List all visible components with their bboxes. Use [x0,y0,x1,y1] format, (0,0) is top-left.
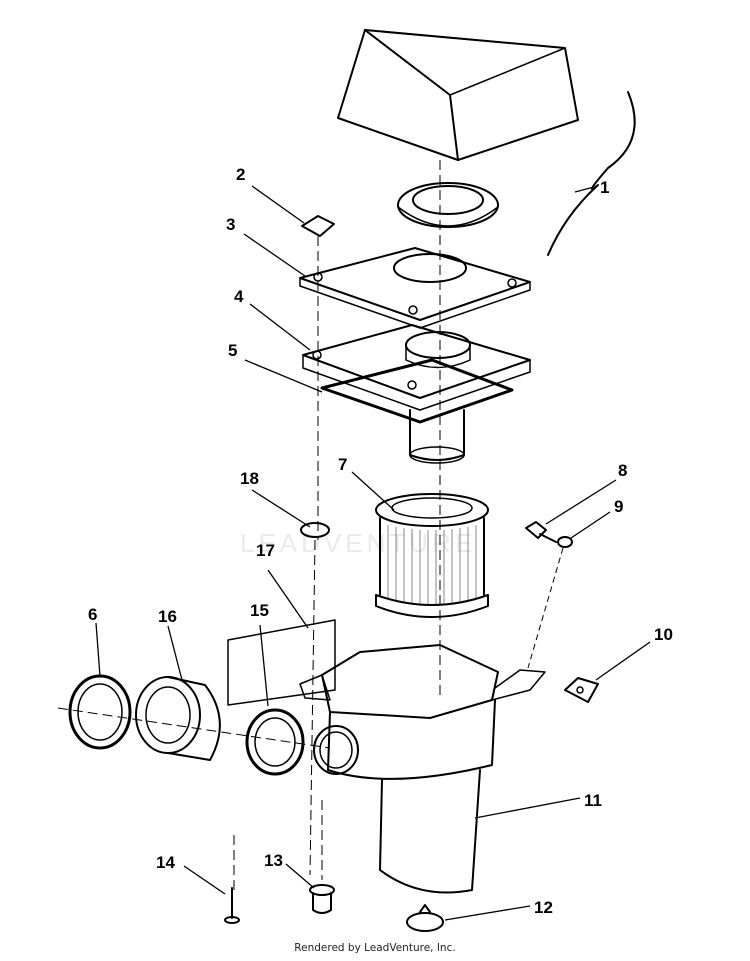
part-9-washer [557,536,573,548]
callout-9: 9 [614,497,623,516]
callout-7: 7 [338,455,347,474]
part-15-clamp [245,708,305,776]
callout-11: 11 [584,791,602,810]
callout-13: 13 [264,851,283,870]
centerline-horizontal [57,707,331,749]
part-1-precleaner-foam [337,29,579,161]
part-4-upper-housing [302,324,531,411]
part-18-washer [300,522,330,538]
centerline-left [309,236,319,876]
callout-5: 5 [228,341,237,360]
callout-14: 14 [156,853,175,872]
footer-credit: Rendered by LeadVenture, Inc. [294,942,456,954]
part-7-filter-element [375,493,489,618]
part-2-wing-nut [301,215,335,237]
callout-labels: 1 2 3 4 5 6 7 8 9 10 11 12 13 14 15 16 1… [88,165,673,917]
callout-3: 3 [226,215,235,234]
callout-10: 10 [654,625,673,644]
part-10-clip [564,677,599,703]
callout-8: 8 [618,461,627,480]
part-16-adapter [135,676,221,761]
callout-6: 6 [88,605,97,624]
part-5-gasket [320,358,514,424]
watermark: LEADVENTURE [240,528,477,558]
callout-18: 18 [240,469,259,488]
part-8-bolt [525,521,557,543]
part-1-bracket [547,91,636,256]
callout-1: 1 [600,178,609,197]
callout-4: 4 [234,287,244,306]
part-13-bushing [309,884,335,914]
callout-12: 12 [534,898,553,917]
part-6-clamp [68,674,132,750]
callout-16: 16 [158,607,177,626]
part-11-main-housing [299,644,546,894]
part-12-valve [406,904,444,932]
callout-2: 2 [236,165,245,184]
centerline-bolt [527,547,564,669]
leader-lines [95,185,651,921]
part-3-cover [299,247,531,329]
callout-15: 15 [250,601,269,620]
housing-outlet-tube [409,409,465,464]
part-14-screw [224,887,240,924]
part-1-seal-ring [397,182,499,228]
callout-17: 17 [256,541,275,560]
part-17-decal [227,619,336,706]
